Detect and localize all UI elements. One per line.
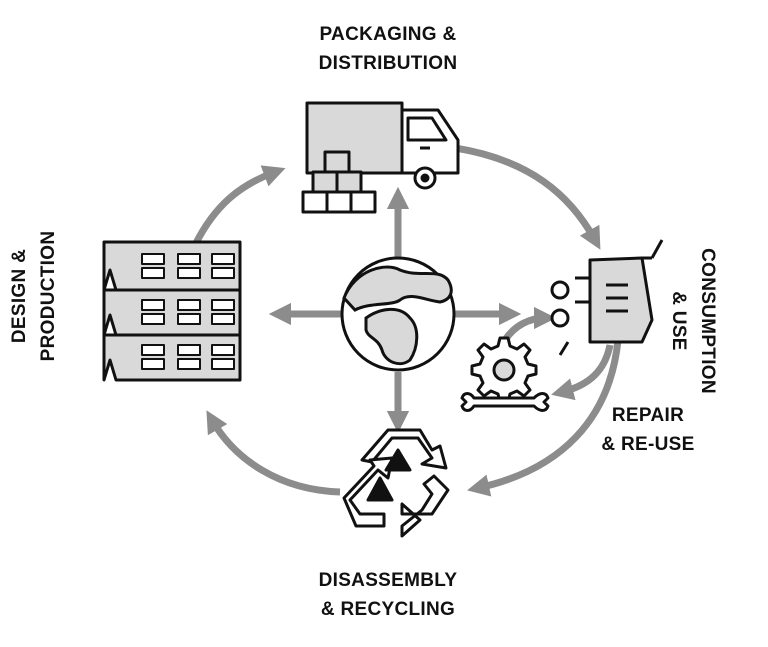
design-line2: PRODUCTION (38, 230, 59, 362)
shopping-cart-icon (550, 239, 664, 356)
disassembly-line2: & RECYCLING (320, 599, 456, 620)
arrow-repair-to-consumption (502, 306, 557, 343)
arrow-consumption-to-repair (551, 344, 614, 401)
radial-arrows (268, 186, 522, 434)
repair-reuse-label: REPAIR & RE-USE (578, 401, 718, 459)
disassembly-recycling-label: DISASSEMBLY & RECYCLING (288, 566, 488, 624)
design-line1: DESIGN & (9, 248, 30, 344)
consumption-line1: CONSUMPTION (697, 248, 718, 394)
arrow-consumption-to-recycling (467, 339, 622, 497)
consumption-line2: & USE (668, 291, 689, 351)
truck-with-boxes-icon (301, 101, 460, 214)
arrow-recycling-to-design (206, 410, 341, 496)
packaging-line2: DISTRIBUTION (318, 53, 458, 74)
design-production-label: DESIGN & PRODUCTION (5, 198, 63, 394)
cycle-arrows (191, 144, 622, 497)
packaging-distribution-label: PACKAGING & DISTRIBUTION (288, 20, 488, 78)
recycling-icon (342, 428, 450, 538)
disassembly-line1: DISASSEMBLY (318, 570, 458, 591)
factory-buildings-icon (102, 240, 242, 382)
packaging-line1: PACKAGING & (319, 24, 457, 45)
repair-line1: REPAIR (611, 405, 685, 426)
consumption-use-label: CONSUMPTION & USE (664, 221, 722, 421)
arrow-design-to-packaging (191, 165, 286, 247)
gear-wrench-icon (460, 336, 550, 412)
globe-icon (340, 256, 456, 372)
repair-line2: & RE-USE (601, 434, 695, 455)
arrow-packaging-to-consumption (454, 144, 601, 250)
